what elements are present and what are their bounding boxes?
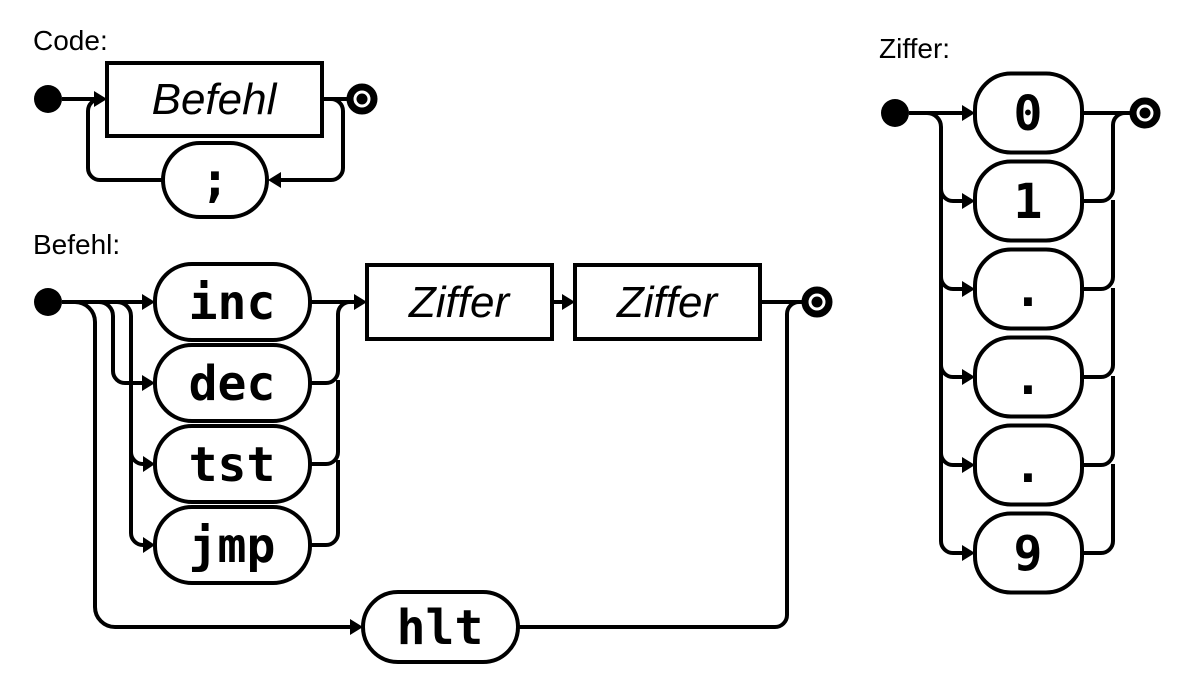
arrowhead-icon <box>962 193 975 209</box>
end-icon-pupil <box>811 296 823 308</box>
connector-path <box>939 452 962 467</box>
arrowhead-icon <box>142 294 155 310</box>
nonterminal-ziffer1-box <box>365 263 554 341</box>
terminal-digit-9-label: 9 <box>1014 526 1043 582</box>
terminal-semicolon-label: ; <box>201 152 230 208</box>
start-icon <box>34 85 62 113</box>
connector-path <box>129 451 144 466</box>
nonterminal-ziffer2-label: Ziffer <box>616 278 720 327</box>
arrowhead-icon <box>268 172 281 188</box>
connector-path <box>310 380 340 466</box>
terminal-tst-label: tst <box>189 437 276 493</box>
rule-label-code: Code: <box>33 25 108 56</box>
terminal-digit-0-label: 0 <box>1014 86 1043 142</box>
befehl-diagram: Befehl: inc dec tst jmp Ziffe <box>33 229 833 664</box>
connector-path <box>1082 288 1115 379</box>
terminal-ellipsis-1-label: . <box>1014 262 1043 318</box>
arrowhead-icon <box>94 91 107 107</box>
code-diagram: Code: Befehl ; <box>33 25 378 219</box>
connector-path <box>310 300 351 385</box>
nonterminal-ziffer1-label: Ziffer <box>408 278 512 327</box>
terminal-digit-1-label: 1 <box>1014 174 1043 230</box>
rule-label-befehl: Befehl: <box>33 229 120 260</box>
connector-path <box>1082 464 1115 555</box>
connector-path <box>939 188 962 203</box>
connector-path <box>1082 200 1115 291</box>
arrowhead-icon <box>962 105 975 121</box>
nonterminal-befehl-box <box>105 61 324 138</box>
end-icon <box>801 286 833 318</box>
connector-path <box>74 300 350 629</box>
connector-path <box>926 111 962 555</box>
terminal-inc-label: inc <box>189 275 276 331</box>
connector-path <box>1082 111 1126 203</box>
connector-path <box>98 300 142 385</box>
end-icon-pupil <box>1139 107 1151 119</box>
terminal-ellipsis-3-label: . <box>1014 438 1043 494</box>
end-icon <box>1129 97 1161 129</box>
arrowhead-icon <box>350 619 363 635</box>
ziffer-diagram: Ziffer: 0 1 . . . 9 <box>879 33 1161 595</box>
connector-path <box>116 300 144 547</box>
terminal-ellipsis-2-label: . <box>1014 350 1043 406</box>
arrowhead-icon <box>962 281 975 297</box>
arrowhead-icon <box>962 545 975 561</box>
connector-path <box>86 97 163 182</box>
connector-path <box>939 364 962 379</box>
arrowhead-icon <box>354 294 367 310</box>
rule-label-ziffer: Ziffer: <box>879 33 950 64</box>
terminal-jmp-label: jmp <box>189 518 276 574</box>
terminal-hlt-label: hlt <box>397 600 484 656</box>
arrowhead-icon <box>962 457 975 473</box>
end-icon <box>346 83 378 115</box>
arrowhead-icon <box>143 456 155 472</box>
end-icon-pupil <box>356 93 368 105</box>
arrowhead-icon <box>962 369 975 385</box>
start-icon <box>34 288 62 316</box>
connector-path <box>310 460 340 547</box>
arrowhead-icon <box>142 375 155 391</box>
arrowhead-icon <box>143 537 155 553</box>
connector-path <box>939 276 962 291</box>
nonterminal-befehl-label: Befehl <box>152 75 278 124</box>
terminal-semicolon-node <box>161 141 269 219</box>
arrowhead-icon <box>562 294 575 310</box>
start-icon <box>881 99 909 127</box>
nonterminal-ziffer2-box <box>573 263 762 341</box>
connector-path <box>518 300 800 629</box>
terminal-dec-label: dec <box>189 356 276 412</box>
connector-path <box>1082 376 1115 467</box>
